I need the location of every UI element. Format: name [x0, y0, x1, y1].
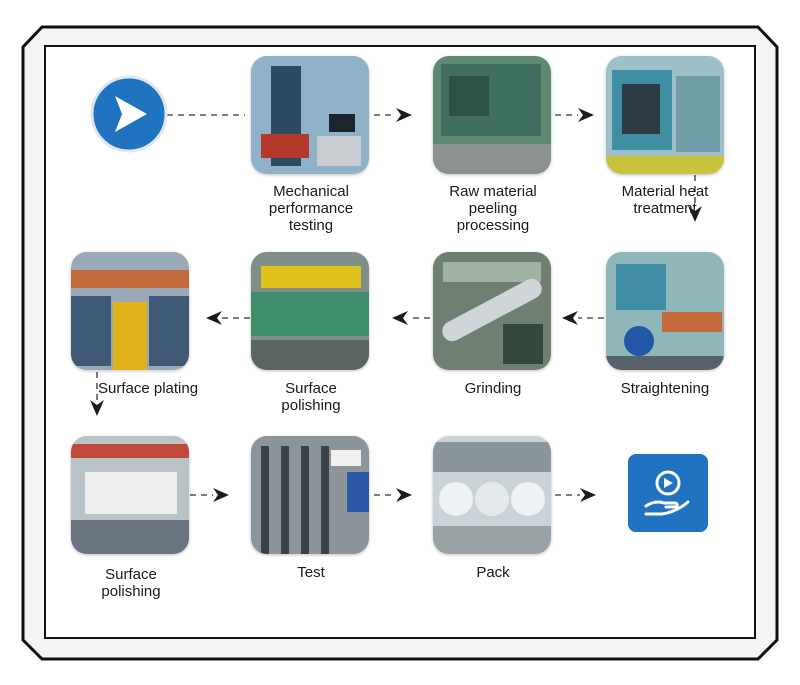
hand-delivery-icon: [644, 470, 690, 516]
arrow-right-icon: [213, 488, 229, 502]
photo-pack: [433, 436, 551, 554]
photo-heat-treatment: [606, 56, 724, 174]
arrow-down-icon: [90, 400, 104, 416]
photo-polishing-workshop: [71, 436, 189, 554]
photo-polishing-line: [251, 252, 369, 370]
photo-mechanical-testing: [251, 56, 369, 174]
arrow-right-icon: [396, 488, 412, 502]
arrow-left-icon: [206, 311, 222, 325]
label-surface-plating: Surface plating: [98, 380, 199, 397]
arrow-right-icon: [396, 108, 412, 122]
end-icon: [628, 454, 708, 532]
photo-test: [251, 436, 369, 554]
label-pack: Pack: [476, 564, 510, 581]
photo-peeling-processing: [433, 56, 551, 174]
arrow-left-icon: [562, 311, 578, 325]
label-peeling-processing: Raw material peeling processing: [449, 183, 537, 234]
arrow-down-icon: [688, 206, 702, 222]
arrow-right-icon: [580, 488, 596, 502]
photo-plating-line: [71, 252, 189, 370]
play-chevron-icon: [115, 96, 147, 132]
arrow-left-icon: [392, 311, 408, 325]
label-surface-polishing-2: Surface polishing: [101, 566, 161, 600]
label-mechanical-testing: Mechanical performance testing: [268, 183, 354, 234]
label-grinding: Grinding: [464, 380, 522, 397]
arrow-right-icon: [578, 108, 594, 122]
label-surface-polishing-1: Surface polishing: [281, 380, 341, 414]
label-straightening: Straightening: [620, 380, 710, 397]
label-heat-treatment: Material heat treatment: [621, 183, 709, 217]
photo-grinding: [433, 252, 551, 370]
label-test: Test: [297, 564, 325, 581]
photo-straightening: [606, 252, 724, 370]
